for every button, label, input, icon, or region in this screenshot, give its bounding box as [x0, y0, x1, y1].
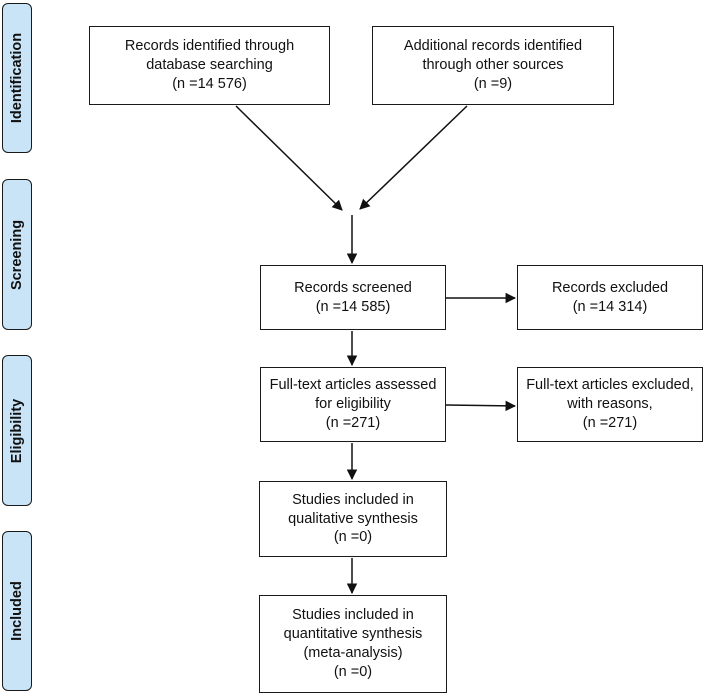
- quantitative-line1: Studies included in: [292, 607, 414, 624]
- arrow-database-to-merge: [235, 105, 343, 211]
- additional-records-box: Additional records identified through ot…: [372, 26, 614, 105]
- fulltext-excluded-box: Full-text articles excluded, with reason…: [517, 367, 703, 442]
- screened-count: (n =14 585): [315, 298, 391, 315]
- fulltext-line1: Full-text articles assessed: [269, 377, 437, 394]
- phase-eligibility: Eligibility: [2, 355, 32, 506]
- fulltext-line2: for eligibility: [315, 396, 391, 413]
- database-count: (n =14 576): [172, 75, 247, 92]
- arrow-fulltext-to-excluded: [445, 400, 517, 412]
- screened-line1: Records screened: [294, 279, 412, 296]
- fulltext-assessed-box: Full-text articles assessed for eligibil…: [260, 367, 446, 442]
- records-excluded-box: Records excluded (n =14 314): [517, 265, 703, 330]
- fulltext-count: (n =271): [325, 414, 381, 431]
- phase-included: Included: [2, 531, 32, 691]
- quantitative-count: (n =0): [333, 663, 373, 680]
- quantitative-line2: quantitative synthesis: [283, 626, 423, 643]
- qualitative-count: (n =0): [333, 529, 373, 546]
- fulltext-excluded-line2: with reasons,: [567, 396, 653, 413]
- phase-identification: Identification: [2, 3, 32, 153]
- qualitative-line1: Studies included in: [292, 491, 414, 508]
- qualitative-line2: qualitative synthesis: [288, 510, 418, 527]
- quantitative-line3: (meta-analysis): [303, 645, 403, 661]
- fulltext-excluded-count: (n =271): [582, 414, 638, 431]
- records-screened-box: Records screened (n =14 585): [260, 265, 446, 330]
- additional-line2: through other sources: [422, 57, 564, 74]
- qualitative-synthesis-box: Studies included in qualitative synthesi…: [259, 481, 447, 557]
- quantitative-synthesis-box: Studies included in quantitative synthes…: [259, 595, 447, 693]
- arrow-additional-to-merge: [359, 105, 468, 210]
- fulltext-excluded-line1: Full-text articles excluded,: [526, 377, 694, 394]
- excluded-count: (n =14 314): [572, 298, 648, 315]
- excluded-line1: Records excluded: [551, 279, 669, 296]
- records-identified-database-box: Records identified through database sear…: [89, 26, 330, 105]
- additional-count: (n =9): [473, 75, 513, 92]
- database-line2: database searching: [146, 57, 273, 74]
- database-line1: Records identified through: [124, 38, 295, 55]
- phase-screening: Screening: [2, 179, 32, 330]
- additional-line1: Additional records identified: [403, 38, 583, 55]
